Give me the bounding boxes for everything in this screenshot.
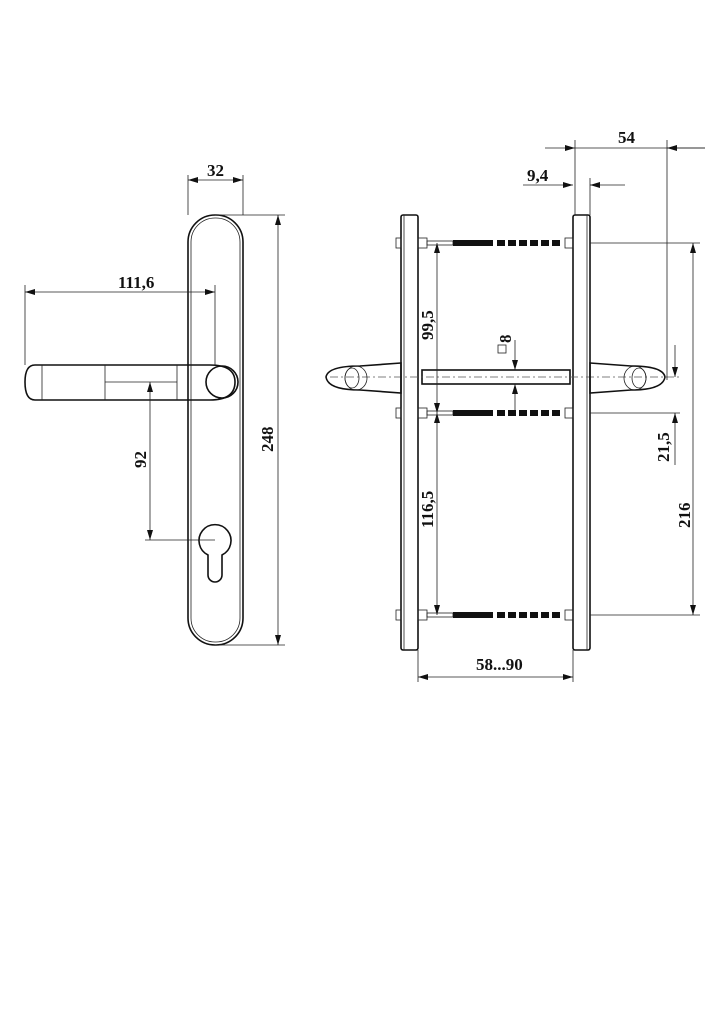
backplate xyxy=(187,214,244,646)
handle-right xyxy=(589,362,666,394)
screw xyxy=(395,609,574,621)
dim-handle-projection: 54 xyxy=(618,128,636,147)
front-view: 32 248 111,6 92 xyxy=(24,161,285,646)
square-symbol xyxy=(497,344,507,354)
lever-handle xyxy=(24,364,239,401)
screw xyxy=(395,407,574,419)
dim-screw-upper-spacing: 99,5 xyxy=(418,310,437,340)
spindle xyxy=(330,369,680,385)
right-plate xyxy=(572,214,591,651)
handle-left xyxy=(325,362,402,394)
dim-spindle-square: 8 xyxy=(496,335,515,344)
screws xyxy=(395,237,574,621)
left-plate xyxy=(400,214,419,651)
dim-screw-lower-spacing: 116,5 xyxy=(418,491,437,528)
dim-plate-thickness: 9,4 xyxy=(527,166,549,185)
cylinder-keyhole xyxy=(198,523,232,583)
dim-lever-length: 111,6 xyxy=(118,273,154,292)
dim-spindle-to-screw: 21,5 xyxy=(654,432,673,462)
rosette xyxy=(205,365,239,399)
dim-lever-to-cylinder: 92 xyxy=(131,451,150,468)
dim-door-thickness: 58...90 xyxy=(476,655,523,674)
dim-screw-total-spacing: 216 xyxy=(675,503,694,529)
dim-plate-height: 248 xyxy=(258,427,277,453)
side-view: 54 9,4 99,5 116,5 8 21,5 216 58...90 xyxy=(325,128,705,682)
dim-plate-width: 32 xyxy=(207,161,224,180)
screw xyxy=(395,237,574,249)
